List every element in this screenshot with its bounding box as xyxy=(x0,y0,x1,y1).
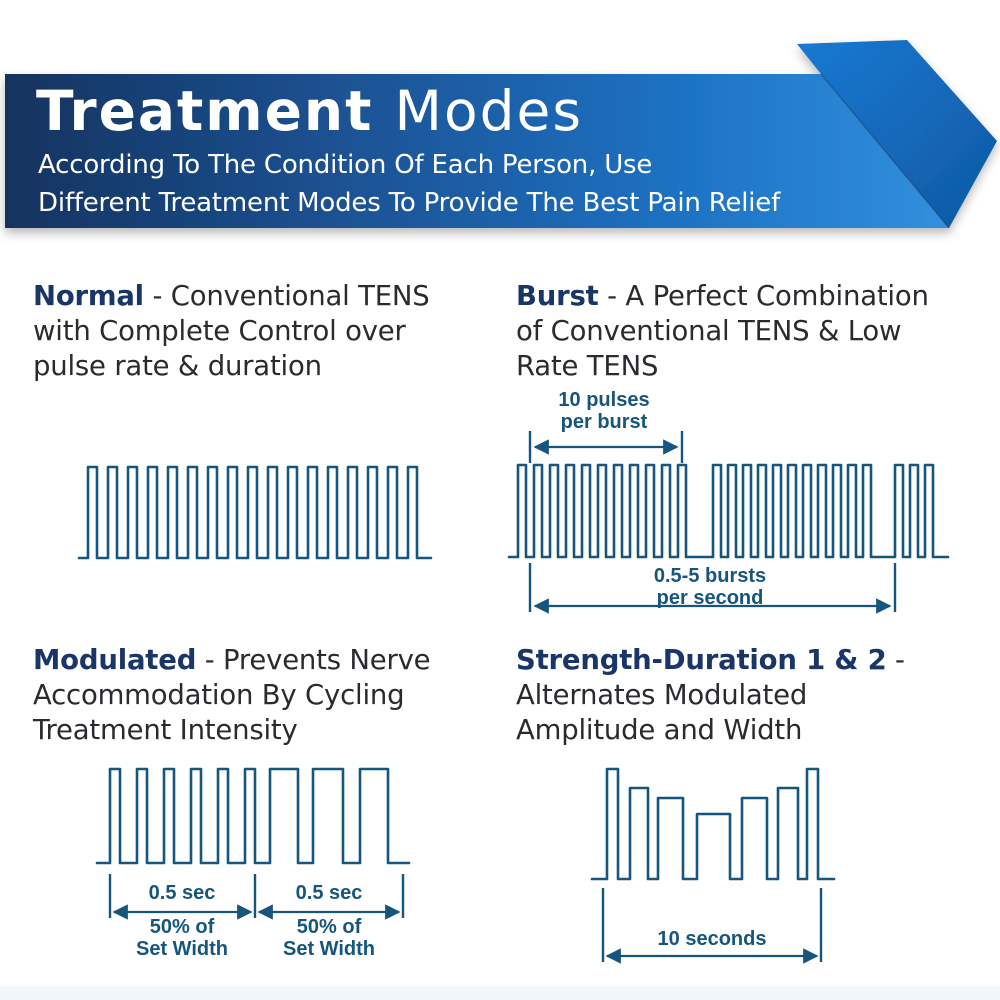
modulated-left-width-label: 50% of Set Width xyxy=(135,916,229,960)
banner-title-bold: Treatment xyxy=(36,79,374,143)
section-strength-text: Strength-Duration 1 & 2 - Alternates Mod… xyxy=(516,643,1000,748)
section-burst-text: Burst - A Perfect Combination of Convent… xyxy=(516,279,1000,384)
burst-pulses-per-burst-label: 10 pulses per burst xyxy=(558,389,650,433)
strength-seconds-label: 10 seconds xyxy=(657,928,767,950)
banner-title: Treatment Modes xyxy=(36,84,583,139)
banner-title-light: Modes xyxy=(394,79,584,143)
banner-band xyxy=(5,74,949,228)
section-modulated-keyword: Modulated xyxy=(33,644,197,676)
modulated-right-width-label: 50% of Set Width xyxy=(282,916,376,960)
modulated-left-time-label: 0.5 sec xyxy=(148,882,216,904)
section-modulated-text: Modulated - Prevents Nerve Accommodation… xyxy=(33,643,553,748)
modulated-waveform xyxy=(95,767,411,865)
bottom-strip xyxy=(0,986,1000,1000)
section-normal-text: Normal - Conventional TENS with Complete… xyxy=(33,279,553,384)
burst-waveform xyxy=(507,463,950,559)
section-strength-keyword: Strength-Duration 1 & 2 xyxy=(516,644,887,676)
section-burst-body: - A Perfect Combination of Conventional … xyxy=(516,280,929,382)
section-normal-body: - Conventional TENS with Complete Contro… xyxy=(33,280,430,382)
banner-subtitle: According To The Condition Of Each Perso… xyxy=(38,150,781,218)
banner-fold xyxy=(797,40,997,228)
banner-ribbon xyxy=(5,40,997,229)
burst-bursts-per-second-label: 0.5-5 bursts per second xyxy=(653,565,767,609)
banner-fold-crease xyxy=(820,73,950,229)
section-normal-keyword: Normal xyxy=(33,280,144,312)
section-modulated-body: - Prevents Nerve Accommodation By Cyclin… xyxy=(33,644,431,746)
section-burst-keyword: Burst xyxy=(516,280,599,312)
strength-waveform xyxy=(590,767,836,881)
normal-waveform xyxy=(77,465,433,560)
modulated-right-time-label: 0.5 sec xyxy=(295,882,363,904)
section-strength-body: - Alternates Modulated Amplitude and Wid… xyxy=(516,644,905,746)
